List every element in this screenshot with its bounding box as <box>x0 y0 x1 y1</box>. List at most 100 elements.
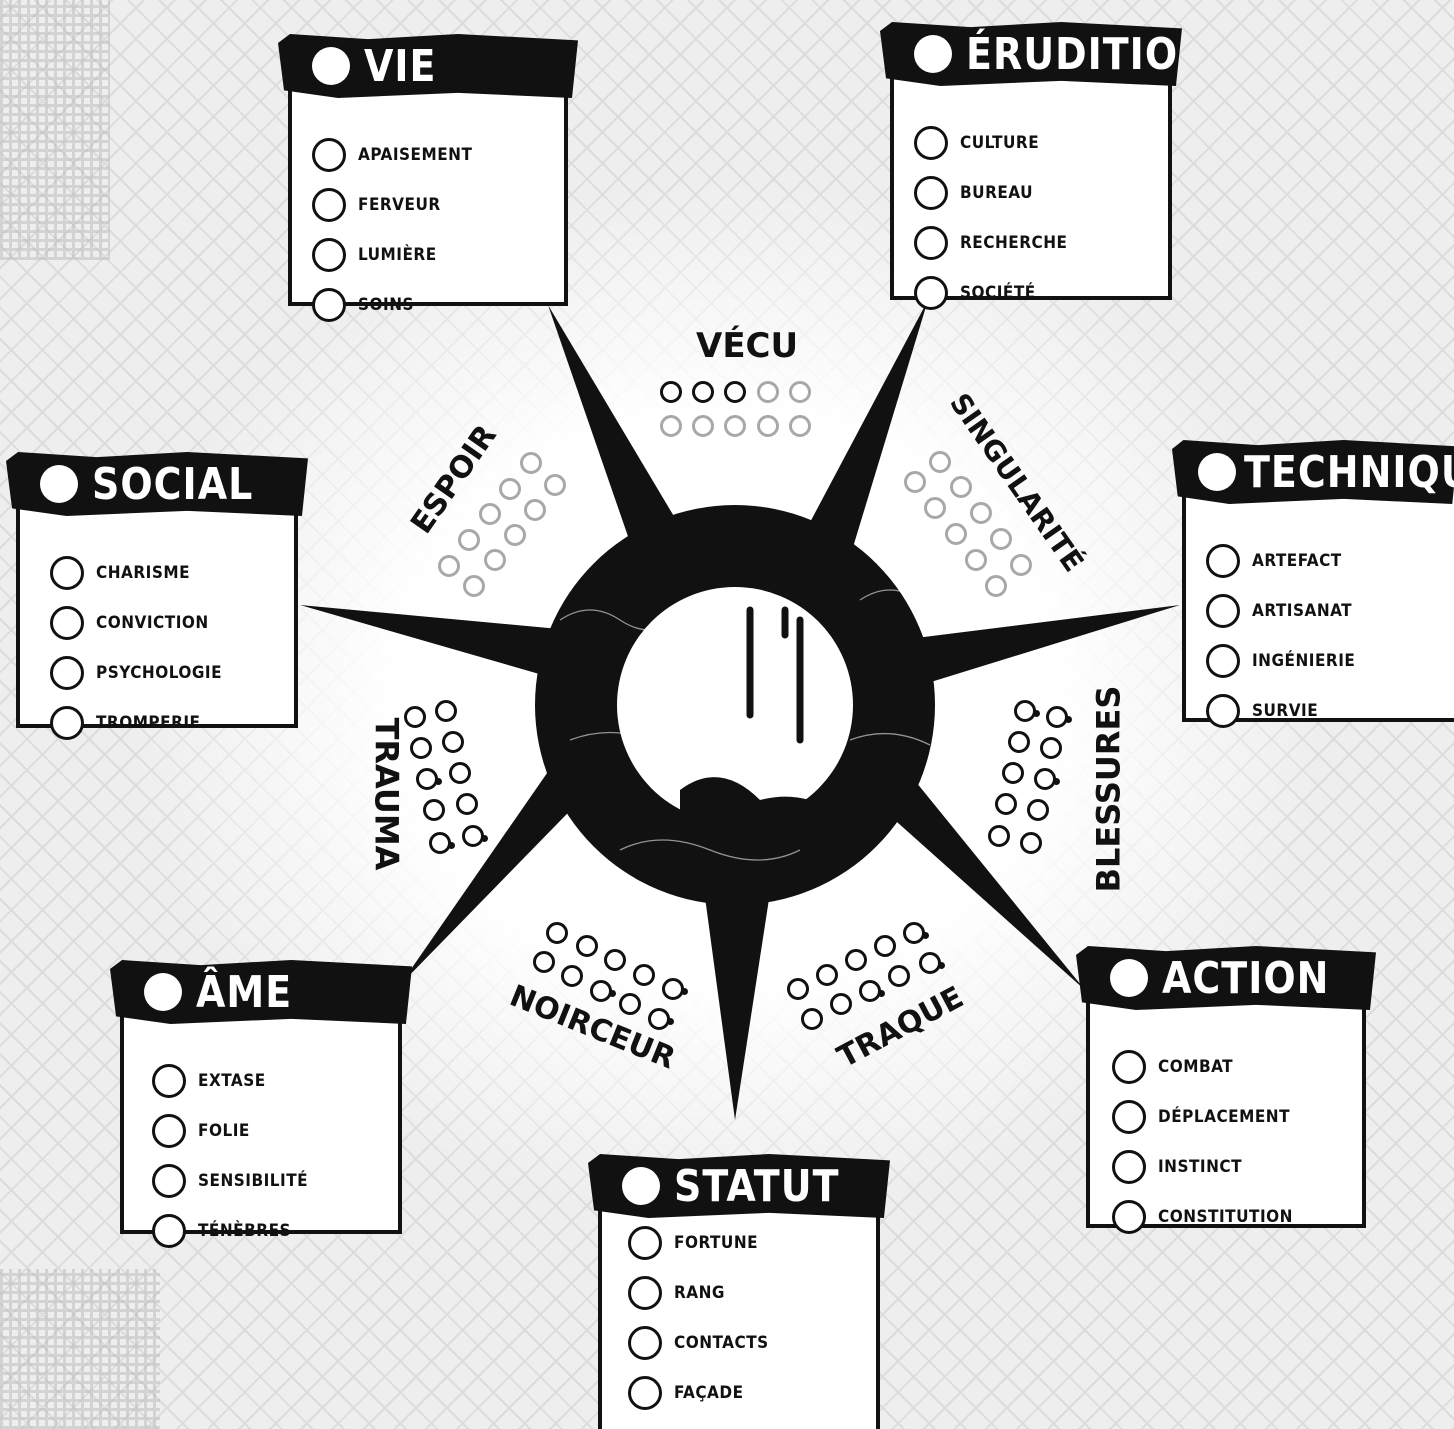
pip[interactable] <box>757 381 779 403</box>
pip[interactable] <box>410 737 432 759</box>
pip[interactable] <box>945 523 967 545</box>
pip[interactable] <box>619 993 641 1015</box>
pip[interactable] <box>830 993 852 1015</box>
pip[interactable] <box>546 922 568 944</box>
pip[interactable] <box>903 922 925 944</box>
pip[interactable] <box>544 474 566 496</box>
skill-checkbox[interactable] <box>152 1164 186 1198</box>
pip[interactable] <box>845 949 867 971</box>
pip[interactable] <box>561 965 583 987</box>
pip[interactable] <box>435 700 457 722</box>
skill-checkbox[interactable] <box>50 656 84 690</box>
attribute-dot[interactable] <box>1110 959 1148 997</box>
pip[interactable] <box>970 502 992 524</box>
pip[interactable] <box>660 415 682 437</box>
pip[interactable] <box>692 381 714 403</box>
pip[interactable] <box>662 978 684 1000</box>
pip[interactable] <box>524 499 546 521</box>
attribute-dot[interactable] <box>40 465 78 503</box>
pip[interactable] <box>995 793 1017 815</box>
pip[interactable] <box>456 793 478 815</box>
pip[interactable] <box>965 549 987 571</box>
pip[interactable] <box>988 825 1010 847</box>
pip[interactable] <box>479 503 501 525</box>
pip[interactable] <box>1002 762 1024 784</box>
pip[interactable] <box>604 949 626 971</box>
pip[interactable] <box>633 964 655 986</box>
attribute-dot[interactable] <box>312 47 350 85</box>
pip[interactable] <box>816 964 838 986</box>
pip[interactable] <box>438 555 460 577</box>
attribute-dot[interactable] <box>144 973 182 1011</box>
pip[interactable] <box>1010 554 1032 576</box>
skill-checkbox[interactable] <box>152 1214 186 1248</box>
skill-checkbox[interactable] <box>914 276 948 310</box>
pip[interactable] <box>462 825 484 847</box>
pip[interactable] <box>429 832 451 854</box>
pip[interactable] <box>504 524 526 546</box>
pip[interactable] <box>757 415 779 437</box>
pip[interactable] <box>1027 799 1049 821</box>
attribute-dot[interactable] <box>622 1167 660 1205</box>
pip[interactable] <box>692 415 714 437</box>
skill-checkbox[interactable] <box>312 288 346 322</box>
skill-checkbox[interactable] <box>914 176 948 210</box>
skill-checkbox[interactable] <box>1206 544 1240 578</box>
pip[interactable] <box>904 471 926 493</box>
pip[interactable] <box>1014 700 1036 722</box>
pip[interactable] <box>801 1008 823 1030</box>
pip[interactable] <box>929 451 951 473</box>
attribute-dot[interactable] <box>914 35 952 73</box>
skill-checkbox[interactable] <box>1206 594 1240 628</box>
skill-checkbox[interactable] <box>1112 1050 1146 1084</box>
pip[interactable] <box>787 978 809 1000</box>
skill-checkbox[interactable] <box>1112 1200 1146 1234</box>
attribute-dot[interactable] <box>1198 453 1236 491</box>
skill-checkbox[interactable] <box>628 1226 662 1260</box>
pip[interactable] <box>1040 737 1062 759</box>
skill-checkbox[interactable] <box>1206 694 1240 728</box>
pip[interactable] <box>458 529 480 551</box>
pip[interactable] <box>990 528 1012 550</box>
pip[interactable] <box>660 381 682 403</box>
pip[interactable] <box>888 965 910 987</box>
skill-checkbox[interactable] <box>312 238 346 272</box>
pip[interactable] <box>1008 731 1030 753</box>
pip[interactable] <box>484 549 506 571</box>
skill-checkbox[interactable] <box>50 606 84 640</box>
skill-checkbox[interactable] <box>914 226 948 260</box>
pip[interactable] <box>950 476 972 498</box>
pip[interactable] <box>463 575 485 597</box>
pip[interactable] <box>590 980 612 1002</box>
skill-checkbox[interactable] <box>152 1114 186 1148</box>
skill-checkbox[interactable] <box>1206 644 1240 678</box>
pip[interactable] <box>648 1008 670 1030</box>
pip[interactable] <box>533 951 555 973</box>
pip[interactable] <box>789 381 811 403</box>
skill-checkbox[interactable] <box>152 1064 186 1098</box>
pip[interactable] <box>724 381 746 403</box>
pip[interactable] <box>724 415 746 437</box>
pip[interactable] <box>1046 706 1068 728</box>
pip[interactable] <box>449 762 471 784</box>
skill-checkbox[interactable] <box>1112 1150 1146 1184</box>
pip[interactable] <box>859 980 881 1002</box>
pip[interactable] <box>874 935 896 957</box>
pip[interactable] <box>520 452 542 474</box>
pip[interactable] <box>576 935 598 957</box>
pip[interactable] <box>1020 832 1042 854</box>
pip[interactable] <box>442 731 464 753</box>
pip[interactable] <box>499 478 521 500</box>
pip[interactable] <box>1034 768 1056 790</box>
skill-checkbox[interactable] <box>312 138 346 172</box>
pip[interactable] <box>416 768 438 790</box>
skill-checkbox[interactable] <box>1112 1100 1146 1134</box>
skill-checkbox[interactable] <box>628 1376 662 1410</box>
pip[interactable] <box>985 575 1007 597</box>
skill-checkbox[interactable] <box>628 1276 662 1310</box>
pip[interactable] <box>924 497 946 519</box>
skill-checkbox[interactable] <box>50 556 84 590</box>
pip[interactable] <box>423 799 445 821</box>
pip[interactable] <box>404 706 426 728</box>
skill-checkbox[interactable] <box>628 1326 662 1360</box>
